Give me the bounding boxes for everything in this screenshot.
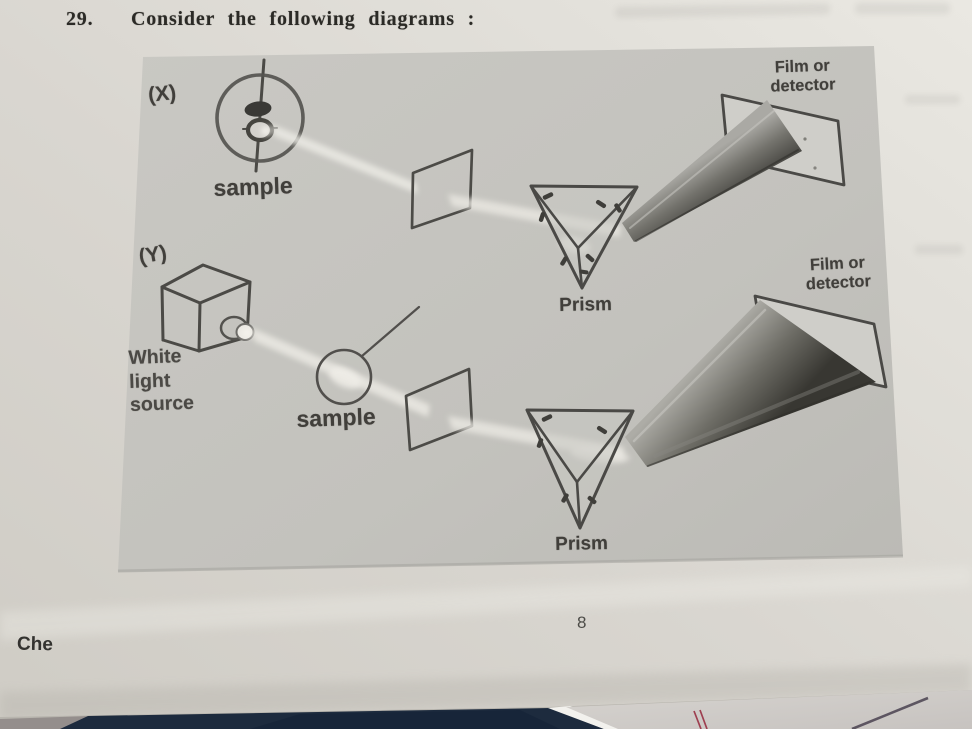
prism-x-label: Prism [559,294,613,316]
film-y-line1: Film or [809,253,866,275]
prism-y-icon [525,408,635,530]
sample-x-label: sample [213,172,294,201]
prism-x-icon [529,184,639,290]
diagram-x [215,58,846,290]
beam-glow-in-sample [329,367,361,389]
film-detector-y-label: Film or detector [796,253,880,295]
sample-loop-icon [215,58,305,173]
desk-surface-dark [250,710,560,729]
ruled-red-line [693,710,702,729]
figure-panel-bottom-edge [117,554,904,573]
film-detector-x-label: Film or detector [761,56,844,97]
ruled-dark-line [851,696,929,729]
sample-cell-icon [315,305,421,406]
underlying-ruled-paper [566,690,972,729]
wls-line2: light [128,369,171,393]
page-number: 8 [577,613,587,632]
film-x-line1: Film or [774,56,831,77]
prism-y-label: Prism [555,533,609,555]
light-beam-x1 [271,124,418,194]
photo-bottom [0,664,972,729]
spectrum-beam-x [622,100,802,242]
white-light-source-icon [160,263,255,353]
film-x-line2: detector [770,75,836,96]
prism-y-markings [536,414,608,505]
prism-x-markings [538,192,622,275]
question-text: Consider the following diagrams : [131,8,476,30]
sample-y-label: sample [296,403,377,432]
diagram-y-label: (Y) [137,241,169,269]
diagram-y [160,263,888,530]
wls-line3: source [129,391,195,416]
bleedthrough-marks [615,3,963,254]
page-edge-shadow [0,664,972,720]
ruled-red-line [699,709,708,729]
spectrum-beam-y [625,300,876,467]
wls-line1: White [128,345,182,369]
film-y-line2: detector [805,272,872,294]
paper-crease [0,566,972,640]
white-light-source-label: White light source [128,345,194,418]
diagram-x-label: (X) [147,81,178,107]
footer-corner-text: Che [16,633,54,656]
question-number: 29. [66,8,94,30]
